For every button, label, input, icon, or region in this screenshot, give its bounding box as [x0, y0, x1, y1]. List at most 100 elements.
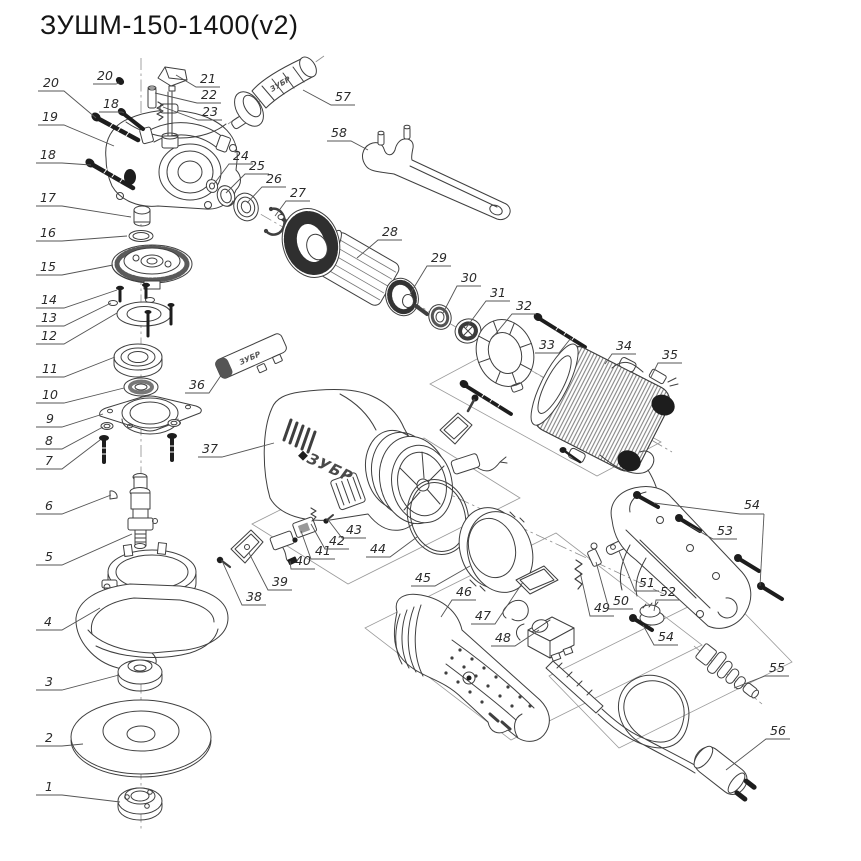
switch-spring-49 — [574, 559, 583, 590]
callout-number-32: 32 — [516, 298, 532, 313]
callout-number-46: 46 — [456, 584, 472, 599]
callout-leader-20 — [93, 82, 120, 85]
callout-leader-33 — [535, 337, 572, 354]
callout-number-13: 13 — [41, 310, 57, 325]
callout-leader-13 — [36, 302, 112, 327]
callout-leader-37 — [198, 442, 275, 458]
callout-number-30: 30 — [461, 270, 477, 285]
circlip-27 — [263, 206, 286, 236]
callout-number-31: 31 — [490, 285, 506, 300]
callout-number-53: 53 — [717, 523, 733, 538]
callout-number-18: 18 — [103, 96, 119, 111]
callout-leader-29 — [409, 265, 451, 295]
power-cord-and-plug — [545, 660, 757, 802]
callout-number-44: 44 — [370, 541, 386, 556]
callout-leader-6 — [36, 494, 112, 515]
callout-number-54: 54 — [744, 497, 760, 512]
motor-housing: ЗУБР — [263, 388, 508, 531]
callout-number-41: 41 — [315, 543, 331, 558]
callout-leader-17 — [36, 205, 132, 218]
callout-leader-52 — [653, 599, 680, 612]
callout-number-26: 26 — [266, 171, 282, 186]
callout-leader-11 — [36, 356, 116, 378]
bearing-ring-45 — [458, 507, 534, 593]
callout-leader-15 — [36, 264, 114, 276]
callout-leader-25 — [225, 173, 269, 194]
callout-leader-57 — [302, 89, 355, 106]
callout-leader-26 — [246, 186, 286, 204]
callout-number-36: 36 — [189, 377, 205, 392]
callout-number-17: 17 — [40, 190, 56, 205]
callout-leader-46 — [440, 599, 476, 618]
suppressor-and-wire — [269, 530, 298, 566]
switch-plunger-50 — [587, 542, 602, 567]
clamp-nut-1 — [117, 787, 163, 821]
callout-number-21: 21 — [200, 71, 216, 86]
callout-leader-47 — [471, 581, 524, 625]
callout-leader-21 — [175, 74, 220, 88]
brush-holder — [292, 507, 334, 543]
cord-guard — [695, 643, 760, 699]
callout-leader-40 — [289, 560, 315, 570]
cover-screws-7 — [99, 433, 177, 464]
callout-number-29: 29 — [431, 250, 447, 265]
inner-flange-3 — [117, 659, 163, 692]
callout-number-39: 39 — [272, 574, 288, 589]
bearing-30 — [428, 304, 452, 330]
callout-leader-34 — [604, 353, 636, 365]
callout-number-24: 24 — [233, 148, 249, 163]
callout-leader-45 — [411, 565, 471, 587]
callout-number-20: 20 — [43, 75, 59, 90]
callout-number-18: 18 — [40, 147, 56, 162]
callout-leader-30 — [442, 285, 481, 314]
callout-leader-54 — [759, 513, 765, 587]
callout-number-54: 54 — [658, 629, 674, 644]
callout-number-52: 52 — [660, 584, 676, 599]
callout-leader-54 — [653, 502, 764, 515]
bearing-11 — [113, 343, 163, 378]
callout-number-5: 5 — [45, 549, 53, 564]
callout-number-10: 10 — [42, 387, 58, 402]
callout-leader-31 — [465, 300, 510, 329]
callout-number-49: 49 — [594, 600, 610, 615]
callout-number-43: 43 — [346, 522, 362, 537]
brush-cap-screw — [216, 556, 232, 569]
callout-number-20: 20 — [97, 68, 113, 83]
callout-leader-12 — [36, 312, 118, 345]
stator-bolts — [459, 312, 587, 416]
callout-leader-19 — [38, 124, 115, 147]
callout-leader-18 — [99, 111, 125, 114]
grinding-disc-2 — [70, 699, 212, 778]
baffle-plate — [475, 319, 535, 393]
retainer-ring-16 — [128, 230, 154, 242]
callout-leader-51 — [618, 550, 659, 592]
callout-number-58: 58 — [331, 125, 347, 140]
callout-leader-18 — [36, 162, 92, 166]
collar-25 — [216, 185, 236, 207]
callout-number-9: 9 — [46, 411, 54, 426]
callout-leader-3 — [36, 674, 120, 691]
callout-number-55: 55 — [769, 660, 785, 675]
callout-leader-50 — [595, 561, 633, 610]
callout-number-7: 7 — [45, 453, 53, 468]
woodruff-key-6 — [109, 490, 118, 500]
callout-number-57: 57 — [335, 89, 351, 104]
callout-number-50: 50 — [613, 593, 629, 608]
slider-button-52 — [639, 601, 665, 626]
callout-number-37: 37 — [202, 441, 218, 456]
housing-screws — [85, 77, 145, 191]
bearing-cover-9 — [99, 395, 202, 435]
callout-number-35: 35 — [662, 347, 678, 362]
callout-number-38: 38 — [246, 589, 262, 604]
bushing-17 — [133, 205, 151, 227]
callout-leader-22 — [154, 92, 221, 104]
callout-leader-27 — [274, 200, 310, 217]
armature-fan — [277, 208, 341, 278]
callout-leader-23 — [162, 106, 222, 121]
callout-number-19: 19 — [42, 109, 58, 124]
side-handle: ЗУБР — [231, 56, 317, 130]
callout-leader-16 — [36, 235, 128, 242]
rear-handle-left-half — [393, 593, 550, 742]
cover-washers-8 — [100, 419, 181, 430]
